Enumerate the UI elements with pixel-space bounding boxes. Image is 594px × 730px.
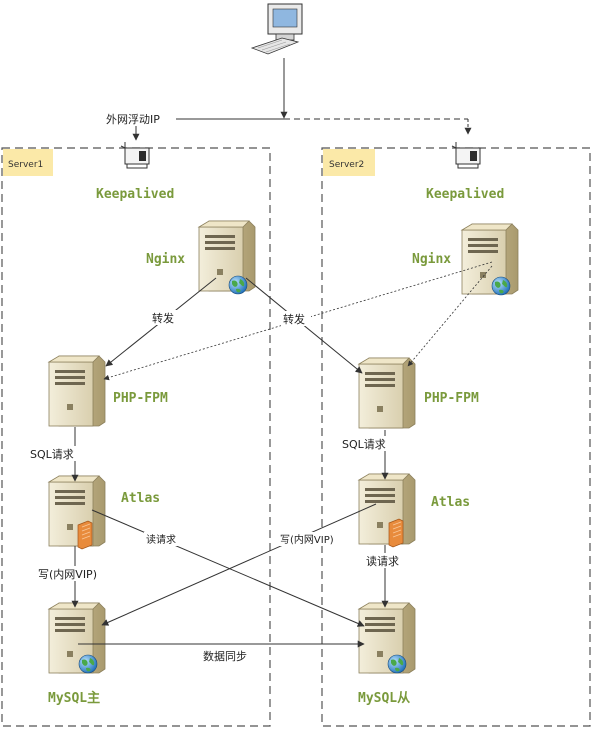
mysql-master-label: MySQL主 (48, 690, 100, 706)
atlas-server-1-icon (48, 475, 106, 547)
floating-ip-label: 外网浮动IP (106, 113, 160, 126)
server2-tag: Server2 (323, 149, 375, 176)
network-card-icon (451, 141, 481, 169)
atlas1-read-line (91, 509, 365, 627)
keepalived-label-1: Keepalived (96, 187, 174, 202)
network-card-icon (120, 141, 150, 169)
php-fpm-server-2-icon (358, 357, 416, 429)
forward-label-2: 转发 (283, 312, 305, 326)
nginx2-to-php1 (103, 261, 493, 381)
write-vip-label-2: 写(内网VIP) (280, 533, 334, 546)
nginx2-to-php2 (407, 265, 493, 367)
svg-text:Server2: Server2 (329, 160, 364, 170)
forward-label-1: 转发 (152, 311, 174, 325)
read-request-label-1: 读请求 (146, 533, 176, 546)
database-module-icon (388, 518, 404, 548)
globe-icon (228, 275, 248, 295)
php-fpm-label-2: PHP-FPM (424, 391, 479, 406)
write-vip-label-1: 写(内网VIP) (38, 567, 97, 581)
atlas-label-2: Atlas (431, 495, 470, 510)
globe-icon (387, 654, 407, 674)
server1-tag: Server1 (3, 149, 53, 176)
php-fpm-label-1: PHP-FPM (113, 391, 168, 406)
globe-icon (78, 654, 98, 674)
globe-icon (491, 276, 511, 296)
mysql-slave-icon (358, 602, 416, 674)
keepalived-label-2: Keepalived (426, 187, 504, 202)
svg-text:Server1: Server1 (8, 160, 43, 170)
atlas-server-2-icon (358, 473, 416, 545)
nginx-label-1: Nginx (146, 252, 185, 267)
nginx-server-1-icon (198, 220, 256, 292)
sql-request-label-2: SQL请求 (342, 438, 386, 451)
nginx-label-2: Nginx (412, 252, 451, 267)
mysql-slave-label: MySQL从 (358, 691, 410, 706)
read-request-label-2: 读请求 (366, 554, 399, 568)
sql-request-label-1: SQL请求 (30, 448, 74, 461)
data-sync-label: 数据同步 (203, 649, 247, 663)
atlas-label-1: Atlas (121, 491, 160, 506)
computer-icon (250, 3, 303, 55)
database-module-icon (77, 520, 93, 550)
php-fpm-server-1-icon (48, 355, 106, 427)
atlas2-write-line (101, 503, 377, 626)
